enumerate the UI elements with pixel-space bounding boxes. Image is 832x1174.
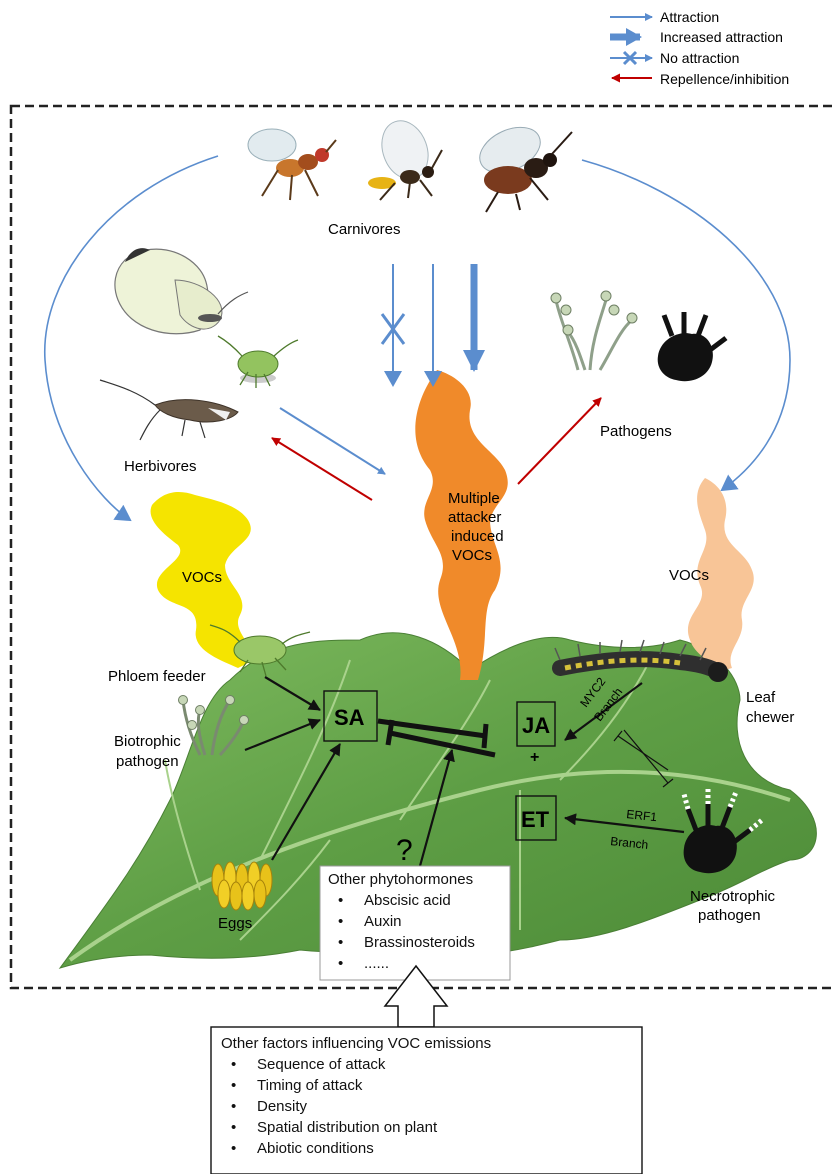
label-eggs: Eggs [218, 915, 252, 932]
label-herbivores: Herbivores [124, 458, 197, 475]
label-necrotrophic-line1: Necrotrophic [690, 888, 776, 905]
phytohormones-list: Abscisic acid Auxin Brassinosteroids ...… [328, 890, 508, 974]
phytohormone-item: Abscisic acid [328, 890, 508, 911]
label-carnivores: Carnivores [328, 221, 401, 238]
butterfly-icon [115, 248, 248, 334]
label-leaf-chewer-line2: chewer [746, 709, 794, 726]
arrow-aphid-to-vocs [280, 408, 385, 474]
phytohormones-text: Other phytohormones Abscisic acid Auxin … [328, 870, 508, 974]
label-biotrophic-line1: Biotrophic [114, 733, 181, 750]
arrow-vocs-repel-herbivores [272, 438, 372, 500]
legend: Attraction Increased attraction No attra… [610, 9, 789, 87]
phytohormone-item: Auxin [328, 911, 508, 932]
moth-icon [100, 380, 238, 440]
wasp-icon [473, 118, 572, 212]
label-question: ? [396, 834, 413, 867]
necrotrophic-pathogen-icon [658, 296, 738, 381]
phytohormones-title: Other phytohormones [328, 870, 508, 890]
label-multi-voc-line3: induced [451, 528, 504, 545]
factors-list: Sequence of attack Timing of attack Dens… [221, 1054, 636, 1159]
label-necrotrophic-line2: pathogen [698, 907, 761, 924]
label-ja: JA [522, 713, 550, 738]
aphid-icon [218, 336, 298, 388]
factors-text: Other factors influencing VOC emissions … [221, 1033, 636, 1159]
wasp-icon [248, 129, 336, 200]
legend-label-increased: Increased attraction [660, 29, 783, 45]
factor-item: Density [221, 1096, 636, 1117]
fungus-icon [551, 291, 637, 370]
phytohormone-item: ...... [328, 953, 508, 974]
legend-label-none: No attraction [660, 50, 739, 66]
label-pathogens: Pathogens [600, 423, 672, 440]
label-plus: + [530, 749, 539, 766]
arrow-vocs-inhibit-pathogens [518, 398, 601, 484]
label-biotrophic-line2: pathogen [116, 753, 179, 770]
label-phloem-feeder: Phloem feeder [108, 668, 206, 685]
factor-item: Abiotic conditions [221, 1138, 636, 1159]
wasp-icon [368, 114, 442, 200]
factors-title: Other factors influencing VOC emissions [221, 1033, 636, 1054]
factor-item: Sequence of attack [221, 1054, 636, 1075]
label-et: ET [521, 807, 550, 832]
legend-label-repel: Repellence/inhibition [660, 71, 789, 87]
label-sa: SA [334, 705, 365, 730]
label-leaf-chewer-line1: Leaf [746, 689, 776, 706]
phytohormone-item: Brassinosteroids [328, 932, 508, 953]
label-vocs-left: VOCs [182, 569, 222, 586]
factor-item: Timing of attack [221, 1075, 636, 1096]
label-vocs-right: VOCs [669, 567, 709, 584]
legend-label-attraction: Attraction [660, 9, 719, 25]
factor-item: Spatial distribution on plant [221, 1117, 636, 1138]
label-multi-voc-line2: attacker [448, 509, 501, 526]
label-multi-voc-line1: Multiple [448, 490, 500, 507]
label-multi-voc-line4: VOCs [452, 547, 492, 564]
